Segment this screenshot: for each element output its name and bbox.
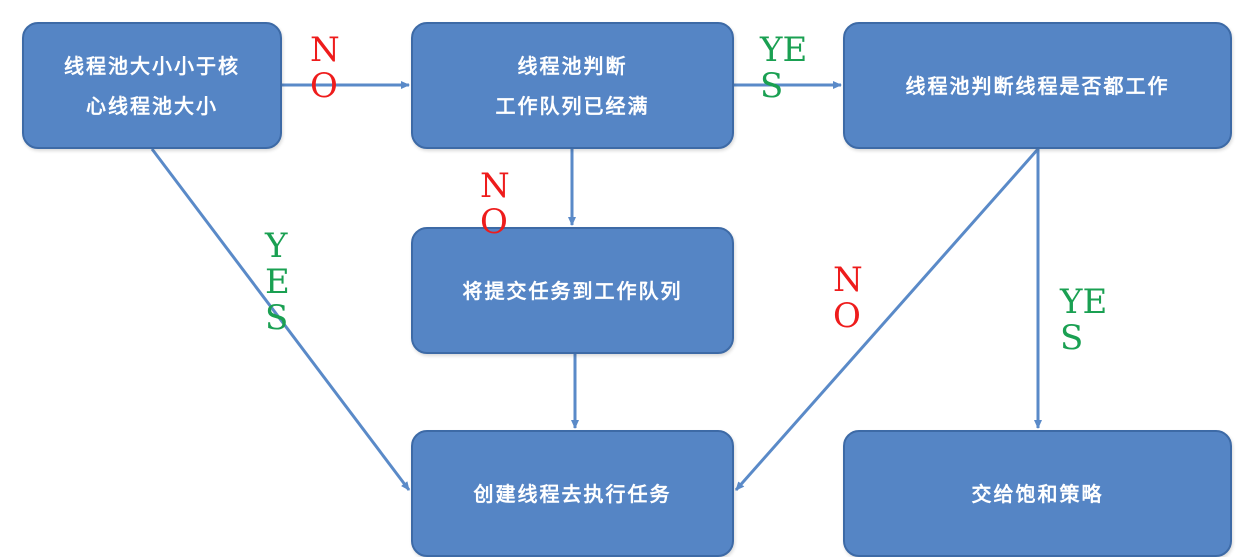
node-queue-full-check: 线程池判断 工作队列已经满 xyxy=(411,22,734,149)
label-busy-to-policy: YE S xyxy=(1060,282,1108,358)
label-busy-to-create: N O xyxy=(833,260,863,336)
node-queue-full-check-line2: 工作队列已经满 xyxy=(495,93,650,118)
edge-busy-to-create xyxy=(734,148,1040,491)
node-pool-size-check-line2: 心线程池大小 xyxy=(86,93,218,118)
edge-pool-to-create xyxy=(150,148,411,491)
node-create-thread: 创建线程去执行任务 xyxy=(411,430,734,557)
node-queue-full-check-line1: 线程池判断 xyxy=(517,53,628,78)
node-submit-to-queue-text: 将提交任务到工作队列 xyxy=(462,278,683,303)
label-queue-to-submit: N O xyxy=(480,166,510,242)
node-pool-size-check-line1: 线程池大小小于核 xyxy=(64,53,240,78)
node-pool-size-check: 线程池大小小于核 心线程池大小 xyxy=(22,22,282,149)
label-queue-to-busy: YE S xyxy=(760,30,808,106)
node-submit-to-queue: 将提交任务到工作队列 xyxy=(411,227,734,354)
node-all-busy-check: 线程池判断线程是否都工作 xyxy=(843,22,1232,149)
label-pool-to-create: Y E S xyxy=(265,226,290,338)
node-saturation-policy: 交给饱和策略 xyxy=(843,430,1232,557)
label-pool-to-queue: N O xyxy=(310,30,340,106)
node-saturation-policy-text: 交给饱和策略 xyxy=(971,481,1104,506)
node-all-busy-check-text: 线程池判断线程是否都工作 xyxy=(905,73,1170,98)
node-create-thread-text: 创建线程去执行任务 xyxy=(473,481,672,506)
